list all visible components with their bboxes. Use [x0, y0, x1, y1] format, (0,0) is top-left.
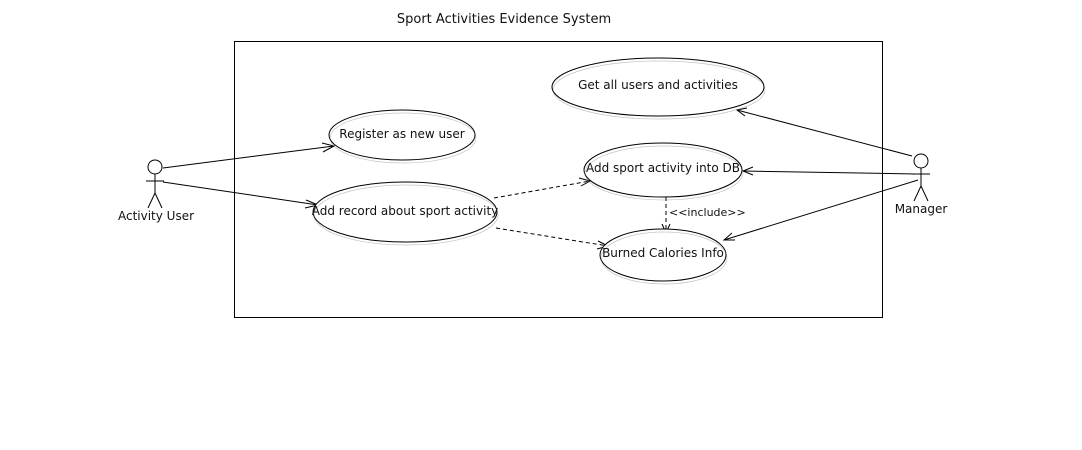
association-user-register	[162, 145, 335, 169]
actor-left-leg	[913, 185, 922, 202]
use-case-label: Get all users and activities	[578, 78, 738, 92]
association-manager-add-db	[742, 170, 917, 175]
arrow-head	[735, 107, 748, 117]
actor-manager[interactable]: Manager	[895, 153, 948, 216]
dependency-add-record-to-add-db	[493, 180, 591, 199]
ellipse-shadow	[600, 231, 728, 285]
use-case-add-record[interactable]: Add record about sport activity	[312, 181, 499, 246]
actor-head-icon	[913, 153, 929, 169]
use-case-ellipse	[599, 228, 727, 282]
dependency-add-record-to-burned	[495, 227, 609, 247]
use-case-ellipse	[328, 109, 476, 161]
association-manager-get-all	[736, 109, 913, 157]
activity-user-associations	[162, 142, 336, 209]
include-stereotype-label: <<include>>	[669, 206, 746, 219]
actor-right-leg	[154, 192, 163, 209]
ellipse-shadow	[584, 145, 744, 201]
association-user-add-record	[162, 181, 319, 206]
use-case-label: Burned Calories Info	[602, 246, 724, 260]
use-case-label: Register as new user	[339, 127, 464, 141]
actor-left-leg	[147, 192, 156, 209]
use-case-ellipse	[551, 57, 765, 117]
ellipse-shadow	[552, 60, 766, 120]
association-manager-burned-calories	[723, 179, 919, 241]
use-case-get-all[interactable]: Get all users and activities	[551, 57, 766, 120]
dependencies	[493, 177, 671, 250]
actor-head-icon	[147, 159, 163, 175]
diagram-title: Sport Activities Evidence System	[397, 12, 611, 27]
arrow-head	[321, 142, 336, 153]
use-case-burned-calories[interactable]: Burned Calories Info	[599, 228, 728, 285]
arrow-head	[741, 166, 754, 176]
actor-label: Manager	[895, 202, 948, 216]
use-case-ellipse	[312, 181, 498, 243]
use-case-ellipse	[583, 142, 743, 198]
use-case-label: Add sport activity into DB	[586, 161, 740, 175]
use-case-label: Add record about sport activity	[312, 204, 499, 218]
actor-right-leg	[920, 185, 929, 202]
use-case-add-db[interactable]: Add sport activity into DB	[583, 142, 744, 201]
actor-activity-user[interactable]: Activity User	[118, 159, 194, 223]
ellipse-shadow	[313, 184, 499, 246]
actor-label: Activity User	[118, 209, 194, 223]
use-case-register[interactable]: Register as new user	[328, 109, 477, 164]
manager-associations	[722, 107, 919, 241]
arrow-head	[722, 232, 735, 241]
ellipse-shadow	[329, 112, 477, 164]
